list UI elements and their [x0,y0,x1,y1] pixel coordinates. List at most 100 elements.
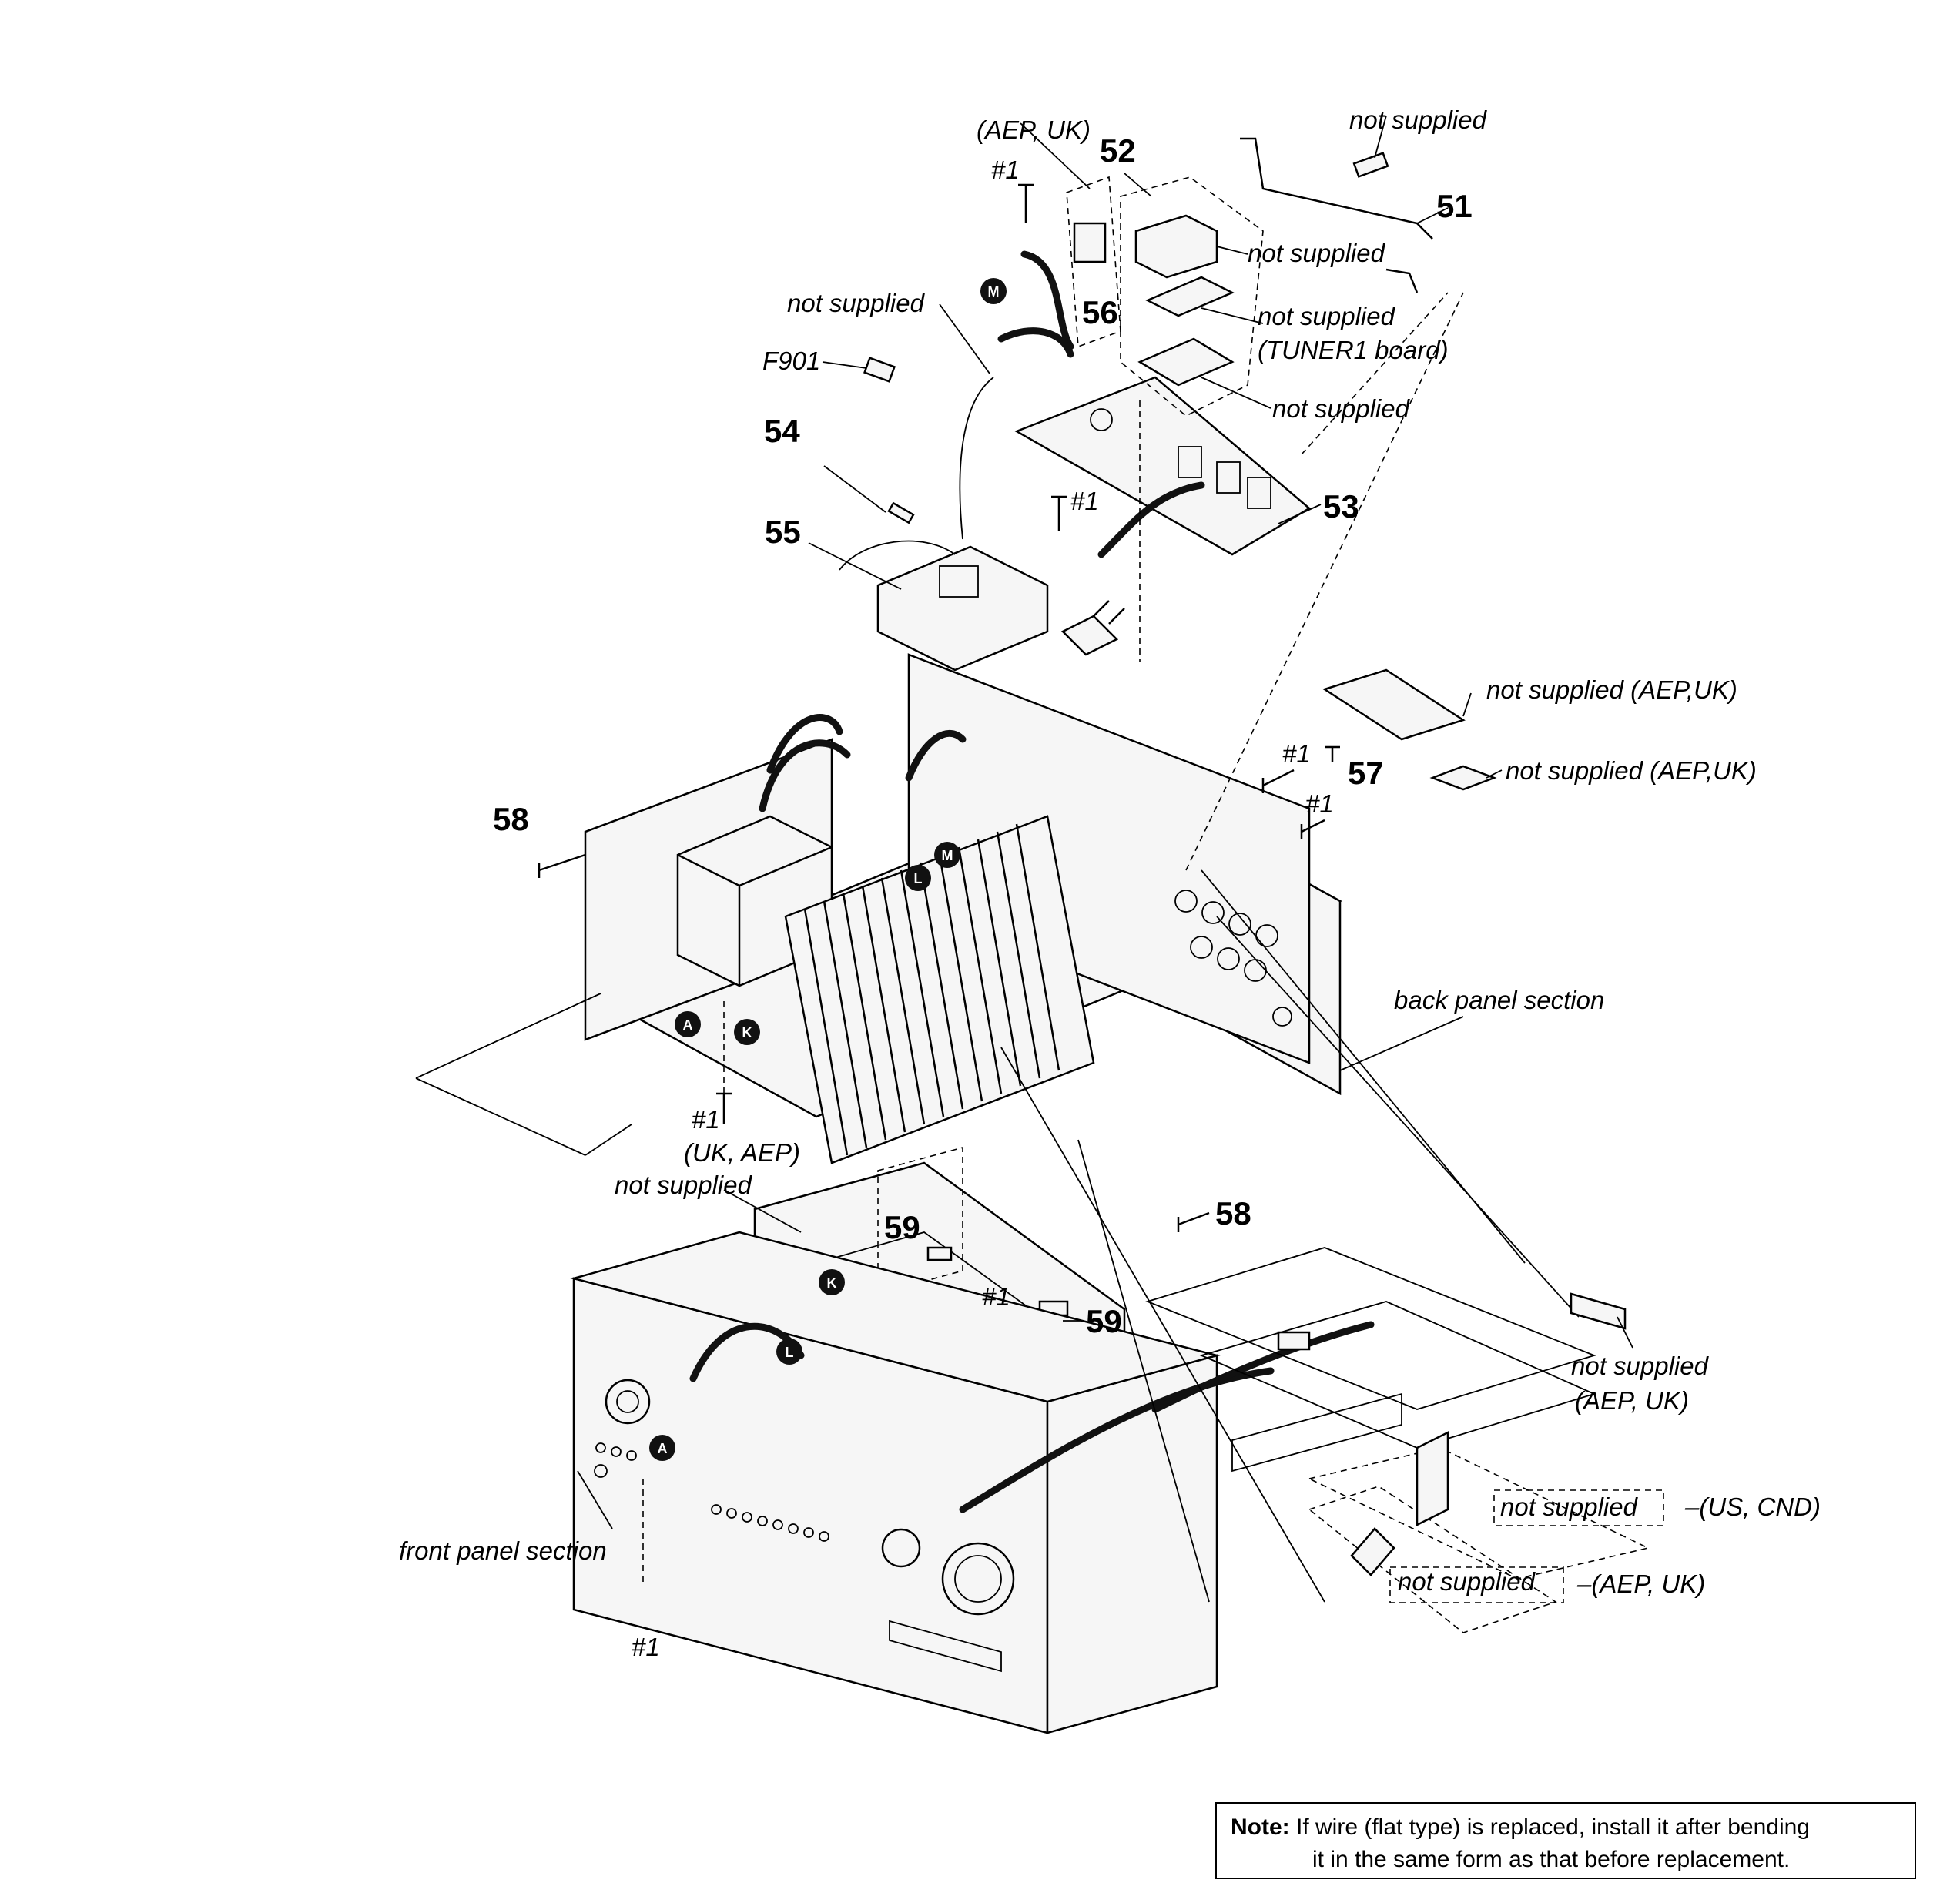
screw-1-upper [1051,495,1067,531]
part-number-58-left: 58 [493,801,529,837]
label-uk-aep: (UK, AEP) [684,1138,800,1167]
label-not-supplied-aep-uk-2: not supplied (AEP,UK) [1506,756,1757,785]
heatsink [784,815,1095,1164]
part-number-56: 56 [1082,294,1118,330]
screw-58-right [1177,1211,1210,1232]
upper-boards [839,137,1497,871]
cover-sheet-2 [1199,1301,1596,1449]
bracket-aep-uk [1389,1566,1564,1603]
bracket-51-pad [1352,152,1389,178]
group-aep-uk [1308,1486,1557,1633]
bracket-51-end [1385,268,1419,293]
leader-lines [577,115,1633,1529]
part-number-58-right: 58 [1215,1195,1251,1231]
label-screw-1-left: #1 [692,1105,720,1134]
label-not-supplied-tuner: not supplied [1258,302,1396,330]
screw-1-right-b [1300,819,1325,839]
part-56 [1073,222,1107,263]
label-not-supplied-52b: not supplied [1272,394,1411,423]
chassis-wire-1 [759,739,851,812]
screw-top [1018,183,1034,223]
marker-m-top: M [980,278,1007,304]
board-53 [1014,376,1312,556]
label-not-supplied-51: not supplied [1248,239,1386,267]
wire-not-supplied [959,377,994,540]
part-59-a [926,1246,953,1261]
svg-text:M: M [988,284,1000,300]
label-screw-top: #1 [991,156,1020,184]
label-aep-uk-right: (AEP, UK) [1575,1386,1689,1415]
label-not-supplied-aep: not supplied [1398,1567,1536,1596]
chassis [584,653,1342,1164]
sheet-57 [1322,668,1466,741]
part-number-57: 57 [1348,755,1384,791]
screw-1-right-a [1261,769,1295,793]
power-plug [1060,600,1125,656]
label-front-panel-section: front panel section [399,1536,607,1565]
label-screw-1-mid: #1 [982,1282,1010,1311]
front-panel [570,1231,1375,1734]
label-screw-1-right-b: #1 [1305,789,1334,818]
marker-a-front: A [649,1435,675,1461]
label-tuner1-board: (TUNER1 board) [1258,336,1449,364]
part-54 [887,501,915,524]
note-line-1: If wire (flat type) is replaced, install… [1296,1814,1810,1840]
marker-m-chassis: M [934,842,960,868]
label-aep-uk-top: (AEP, UK) [977,116,1091,144]
label-not-supplied-mid: not supplied [615,1171,753,1199]
annotation-labels: (AEP, UK) #1 not supplied not supplied n… [399,106,1821,1661]
connector [1277,1331,1311,1351]
svg-text:A: A [683,1017,693,1033]
volume-knob [941,1542,1015,1616]
tuner-shield [1137,337,1235,387]
group-us-cnd [1307,1447,1650,1580]
cover-sheet [1145,1247,1596,1410]
group-59-outline [877,1146,963,1295]
pad-aep-uk [1570,1292,1627,1330]
tuner1-board [1145,276,1235,317]
part-number-52: 52 [1100,132,1136,169]
marker-k-bracket: K [819,1269,845,1295]
part-number-51: 51 [1436,188,1473,224]
label-screw-1-upper: #1 [1070,487,1099,515]
note-line-2: it in the same form as that before repla… [1312,1847,1791,1872]
label-aep-uk-bottom: –(AEP, UK) [1576,1570,1705,1598]
marker-l-chassis: L [905,865,931,891]
marker-a-chassis: A [675,1011,701,1037]
svg-text:A: A [658,1441,668,1456]
part-number-59-a: 59 [884,1209,920,1245]
group-52-outline [1120,176,1264,417]
back-panel [907,653,1311,1064]
small-knob [881,1528,921,1568]
label-us-cnd: –(US, CND) [1684,1493,1821,1521]
label-screw-1-bottom: #1 [632,1633,660,1661]
part-number-54: 54 [764,413,800,449]
part-number-59-b: 59 [1086,1303,1122,1339]
svg-text:L: L [786,1345,794,1360]
label-not-supplied-us: not supplied [1500,1493,1639,1521]
guide-lines [415,869,1650,1633]
svg-text:L: L [914,871,923,886]
left-knob [605,1379,651,1425]
marker-k-chassis: K [734,1019,760,1045]
label-not-supplied-f: not supplied [787,289,926,317]
fuse-f901 [863,357,896,383]
relay [939,565,979,598]
flat-wire [1151,1321,1375,1413]
label-not-supplied-top: not supplied [1349,106,1488,134]
note-label: Note: [1231,1814,1290,1840]
part-number-55: 55 [765,514,801,550]
screw-58-left [538,853,586,878]
part-number-53: 53 [1323,488,1359,524]
bottom-plate [1231,1392,1402,1473]
label-f901: F901 [762,347,820,375]
dash-guide-1 [1301,292,1449,455]
front-panel-top [570,1231,1221,1403]
label-screw-1-right-a: #1 [1282,739,1311,768]
group-56-outline [1066,176,1121,348]
board-53-flat-wire [1097,481,1205,558]
harness-m-1 [1020,250,1074,350]
pad-57 [1429,765,1497,791]
